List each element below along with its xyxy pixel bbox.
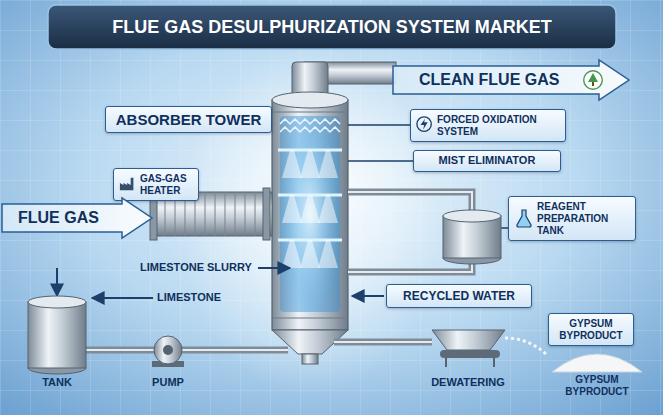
slurry-pipe xyxy=(86,342,432,350)
callout-box: FORCED OXIDATION SYSTEM xyxy=(410,109,566,142)
icon xyxy=(416,116,434,134)
absorber-tower xyxy=(318,195,338,223)
text-group: FORCED OXIDATION SYSTEM xyxy=(437,114,558,138)
flow-arrow xyxy=(258,267,290,269)
pump xyxy=(154,336,182,364)
flow-label: LIMESTONE xyxy=(157,291,221,304)
dewatering-unit xyxy=(440,350,500,358)
gypsum-pile xyxy=(552,354,642,372)
callout-box: ABSORBER TOWER xyxy=(105,106,272,133)
pump xyxy=(163,345,173,355)
absorber-tower xyxy=(272,92,348,108)
factory-icon xyxy=(120,178,133,191)
tree-icon xyxy=(592,82,594,86)
icon xyxy=(119,175,137,193)
box-text: RECYCLED WATER xyxy=(403,289,515,303)
text-group: ABSORBER TOWER xyxy=(116,111,262,129)
arrow-shape xyxy=(2,198,152,238)
box-text: FORCED OXIDATION SYSTEM xyxy=(437,114,558,138)
flask-icon xyxy=(517,210,531,227)
arrow-shape xyxy=(393,60,629,100)
input-arrow: FLUE GAS xyxy=(2,198,152,238)
bolt-icon xyxy=(417,117,431,131)
output-arrow: CLEAN FLUE GAS xyxy=(393,60,629,100)
callout-box: GAS-GAS HEATER xyxy=(113,168,199,201)
reagent-tank xyxy=(443,210,501,222)
dewatering-unit xyxy=(446,358,494,367)
absorber-tower xyxy=(272,112,348,318)
absorber-tower xyxy=(282,150,302,178)
box-text: MIST ELIMINATOR xyxy=(439,154,536,167)
limestone-tank xyxy=(28,296,86,308)
text-group: GAS-GAS HEATER xyxy=(140,173,193,197)
box-text: GAS-GAS HEATER xyxy=(140,173,193,197)
box-text: REAGENT PREPARATION TANK xyxy=(537,201,630,237)
absorber-tower xyxy=(272,92,348,364)
callout-box: MIST ELIMINATOR xyxy=(413,150,561,172)
pump xyxy=(152,336,184,367)
box-text: CLEAN FLUE GAS xyxy=(419,70,559,89)
callout-box: GYPSUM BYPRODUCT xyxy=(548,313,634,346)
tree-icon xyxy=(588,73,598,82)
text-group: MIST ELIMINATOR xyxy=(439,154,536,167)
part-label: GYPSUM BYPRODUCT xyxy=(552,374,642,398)
callout-box: REAGENT PREPARATION TANK xyxy=(508,196,636,241)
absorber-tower xyxy=(282,150,338,268)
part-label: TANK xyxy=(17,376,97,389)
box-text: ABSORBER TOWER xyxy=(116,111,262,129)
dewatering-unit xyxy=(432,330,505,350)
title-banner xyxy=(48,5,616,49)
absorber-tower xyxy=(278,150,342,240)
dewatering-unit xyxy=(505,338,548,356)
absorber-tower xyxy=(282,240,302,268)
absorber-tower xyxy=(302,354,318,364)
bolt-icon xyxy=(421,119,428,130)
dewatering-unit xyxy=(432,330,548,367)
limestone-tank xyxy=(28,296,86,374)
text-group: RECYCLED WATER xyxy=(403,289,515,303)
box-text: FLUE GAS xyxy=(18,208,99,227)
leader-line xyxy=(348,160,413,162)
part-label: PUMP xyxy=(128,376,208,389)
gas-gas-heater xyxy=(263,188,270,240)
text-group: FLUE GAS xyxy=(18,208,99,227)
flow-label: LIMESTONE SLURRY xyxy=(140,261,252,274)
flow-arrow xyxy=(352,295,384,297)
slurry-pipe xyxy=(86,342,432,350)
slurry-pipe xyxy=(86,342,432,350)
text-group: CLEAN FLUE GAS xyxy=(419,70,559,89)
absorber-tower xyxy=(300,195,320,223)
box-text: GYPSUM BYPRODUCT xyxy=(554,318,629,342)
callout-box: RECYCLED WATER xyxy=(386,284,532,308)
absorber-tower xyxy=(280,116,340,312)
flow-arrow xyxy=(56,268,58,296)
icon xyxy=(583,70,603,90)
leader-line xyxy=(348,124,410,126)
title-banner xyxy=(48,5,616,49)
absorber-tower xyxy=(318,150,338,178)
absorber-tower xyxy=(272,100,348,330)
absorber-tower xyxy=(318,240,338,268)
flow-arrow xyxy=(92,297,153,299)
text-group: REAGENT PREPARATION TANK xyxy=(537,201,630,237)
gypsum-pile xyxy=(552,354,642,372)
absorber-tower xyxy=(300,240,320,268)
absorber-tower xyxy=(280,127,340,132)
absorber-tower xyxy=(282,195,302,223)
title-text: FLUE GAS DESULPHURIZATION SYSTEM MARKET xyxy=(48,5,616,49)
icon xyxy=(515,208,535,228)
leader-line xyxy=(501,227,508,229)
limestone-tank xyxy=(28,302,86,368)
reagent-tank xyxy=(443,210,501,264)
text-group: GYPSUM BYPRODUCT xyxy=(554,318,629,342)
part-label: DEWATERING xyxy=(418,376,518,389)
absorber-tower xyxy=(300,150,320,178)
absorber-tower xyxy=(280,119,340,124)
absorber-tower xyxy=(280,116,340,312)
tree-icon xyxy=(584,71,603,90)
